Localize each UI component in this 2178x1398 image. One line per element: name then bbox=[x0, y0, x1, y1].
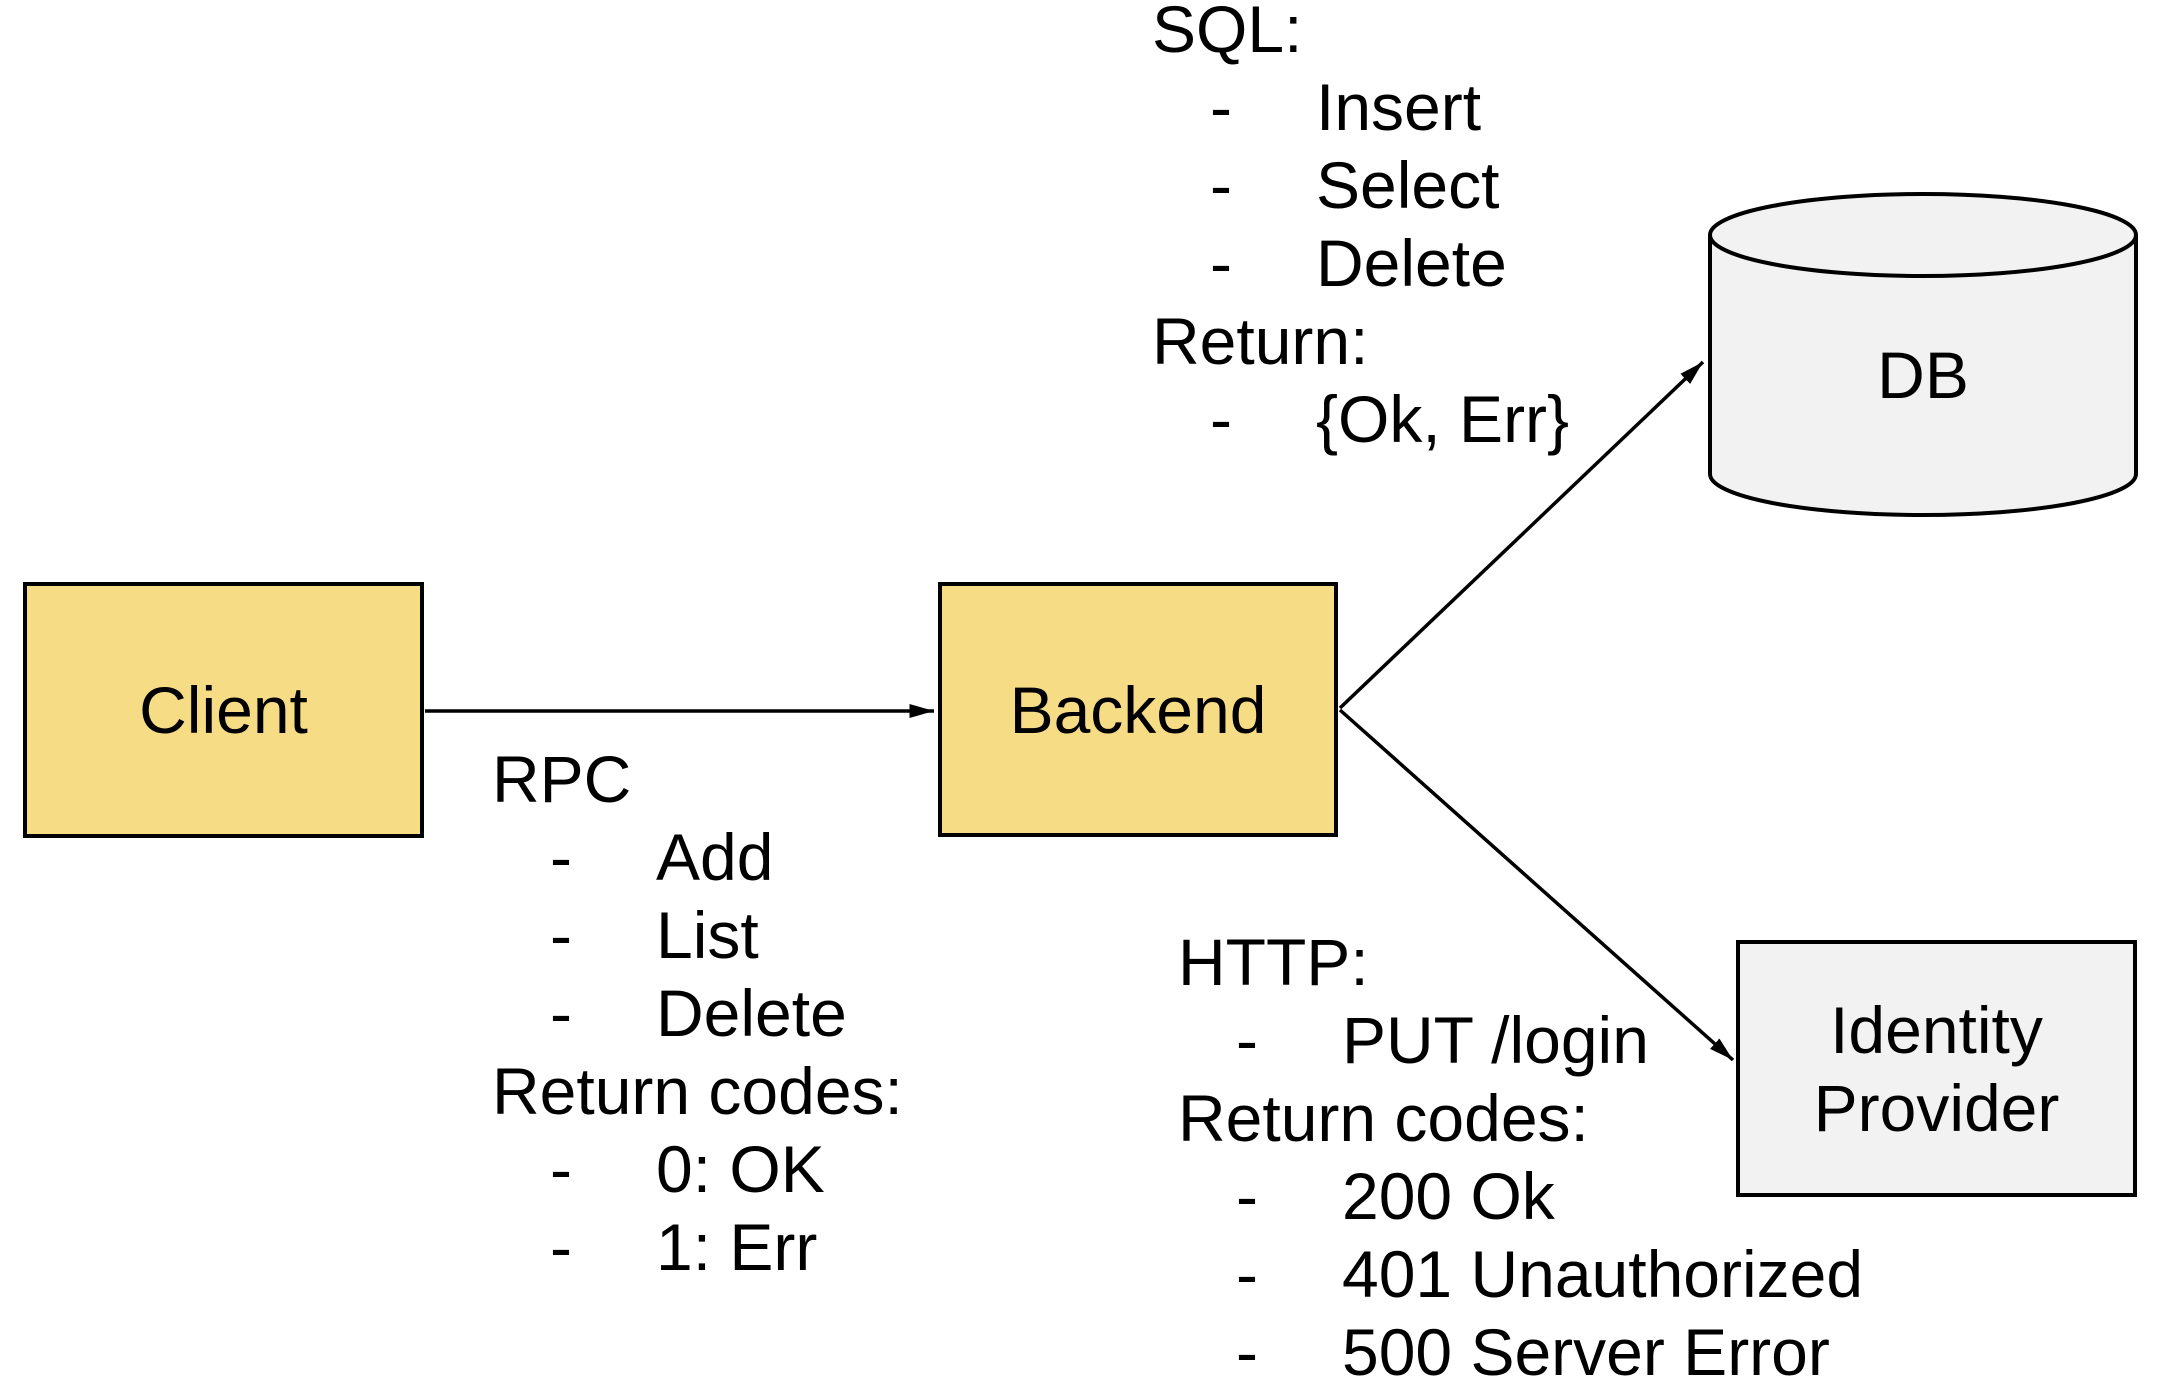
dash-bullet: - bbox=[1236, 1003, 1258, 1077]
node-identity-provider-label: Identity Provider bbox=[1813, 992, 2060, 1145]
dash-bullet: - bbox=[1236, 1315, 1258, 1389]
dash-bullet: - bbox=[1210, 70, 1232, 144]
node-identity-provider: Identity Provider bbox=[1736, 940, 2137, 1197]
edge-backend-to-db bbox=[1338, 360, 1705, 710]
node-db: DB bbox=[1710, 276, 2136, 474]
node-backend-label: Backend bbox=[1009, 672, 1267, 747]
dash-bullet: - bbox=[550, 976, 572, 1050]
db-cylinder-shape bbox=[1708, 192, 2138, 517]
node-backend: Backend bbox=[938, 582, 1338, 837]
dash-bullet: - bbox=[1210, 226, 1232, 300]
dash-bullet: - bbox=[1210, 382, 1232, 456]
node-client: Client bbox=[23, 582, 424, 838]
dash-bullet: - bbox=[1236, 1159, 1258, 1233]
node-client-label: Client bbox=[139, 673, 308, 747]
edge-backend-to-idp bbox=[1338, 708, 1735, 1062]
dash-bullet: - bbox=[1210, 148, 1232, 222]
dash-bullet: - bbox=[1236, 1237, 1258, 1311]
node-db-label: DB bbox=[1877, 338, 1969, 412]
dash-bullet: - bbox=[550, 1132, 572, 1206]
dash-bullet: - bbox=[550, 1210, 572, 1284]
dash-bullet: - bbox=[550, 820, 572, 894]
dash-bullet: - bbox=[550, 898, 572, 972]
